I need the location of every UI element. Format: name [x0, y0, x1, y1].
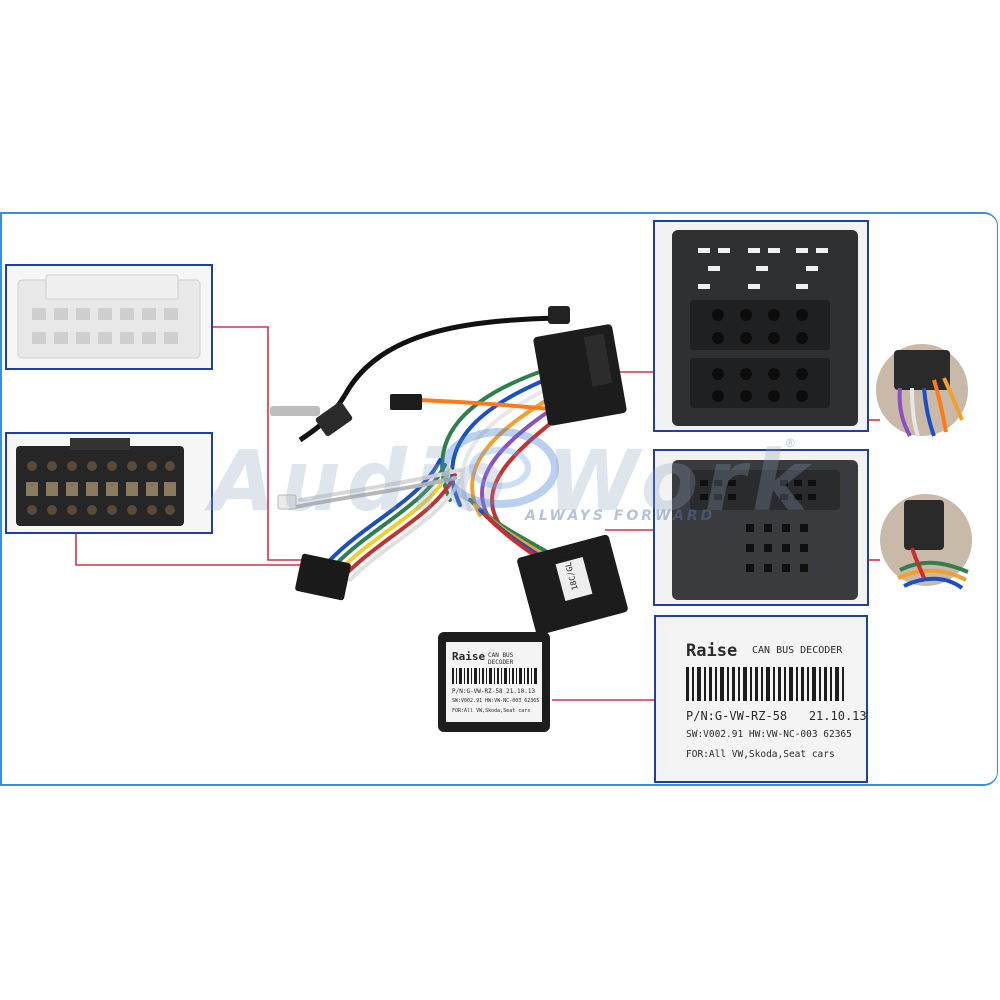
decoder-for-large: FOR:All VW,Skoda,Seat cars — [686, 749, 835, 760]
black-connector-photo — [5, 432, 213, 534]
decoder-label-closeup: Raise CAN BUS DECODER P/N:G-VW-RZ-58 21.… — [654, 615, 868, 783]
decoder-label-large: Raise CAN BUS DECODER P/N:G-VW-RZ-58 21.… — [670, 631, 866, 773]
antenna-cable — [270, 306, 570, 443]
decoder-pn-large: P/N:G-VW-RZ-58 21.10.13 — [686, 709, 867, 723]
decoder-label-small: Raise CAN BUS DECODER P/N:G-VW-RZ-58 21.… — [446, 642, 542, 722]
decoder-brand-large: Raise — [686, 641, 738, 661]
decoder-sw: SW:V002.91 HW:VW-NC-003 62365 — [452, 698, 540, 704]
registered-mark: ® — [786, 436, 795, 450]
oem-connector-bottom: 18C/GL-7 — [517, 534, 628, 635]
watermark-text: Audio Work — [210, 432, 814, 530]
quadlock-connector — [533, 324, 627, 426]
decoder-brand: Raise — [452, 650, 486, 663]
head-unit-plug — [295, 553, 351, 601]
leader-lines — [75, 326, 880, 701]
barcode — [452, 668, 537, 684]
inset-quadlock-wires — [876, 344, 968, 437]
white-plug — [277, 494, 297, 510]
oem-connector-face-photo — [653, 449, 869, 606]
can-bus-decoder-module: Raise CAN BUS DECODER P/N:G-VW-RZ-58 21.… — [438, 632, 550, 732]
inset-oem-wires — [880, 494, 972, 590]
decoder-kind-large: CAN BUS DECODER — [752, 645, 843, 656]
small-plug — [390, 394, 422, 410]
white-connector-photo — [5, 264, 213, 370]
quadlock-face-photo — [653, 220, 869, 432]
decoder-sw-large: SW:V002.91 HW:VW-NC-003 62365 — [686, 729, 852, 740]
barcode-large — [686, 667, 844, 701]
decoder-for: FOR:All VW,Skoda,Seat cars — [452, 708, 531, 714]
watermark-logo — [441, 428, 559, 508]
watermark-tagline: ALWAYS FORWARD — [525, 508, 716, 524]
decoder-kind: CAN BUS DECODER — [488, 652, 514, 666]
decoder-pn: P/N:G-VW-RZ-58 21.10.13 — [452, 688, 536, 695]
